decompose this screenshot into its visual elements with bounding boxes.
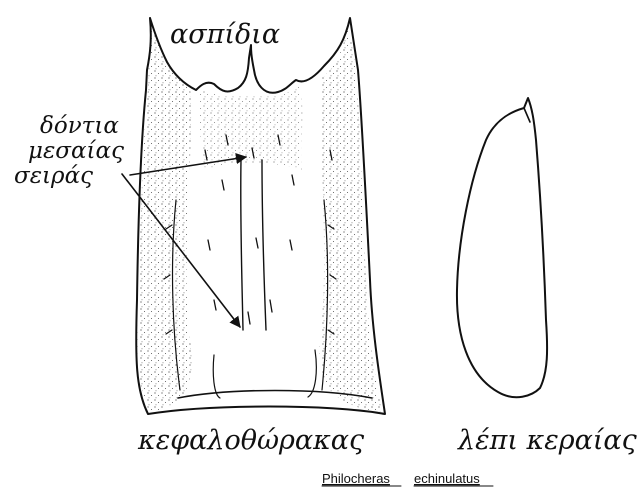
species-caption: Philocheras echinulatus (322, 471, 493, 486)
teeth-label-line-1: δόντια (40, 113, 119, 139)
caption-species: echinulatus (414, 471, 480, 486)
antennal-scale-label: λέπι κεραίας (457, 425, 638, 456)
shields-label: ασπίδια (170, 19, 280, 50)
carapace-drawing (136, 18, 385, 414)
middle-row-teeth-label: δόντια μεσαίας σειράς (14, 113, 124, 189)
caption-genus: Philocheras (322, 471, 390, 486)
teeth-label-line-3: σειράς (14, 163, 93, 189)
antennal-scale-drawing (457, 98, 547, 397)
teeth-label-line-2: μεσαίας (28, 138, 124, 164)
cephalothorax-label: κεφαλοθώρακας (137, 425, 365, 456)
